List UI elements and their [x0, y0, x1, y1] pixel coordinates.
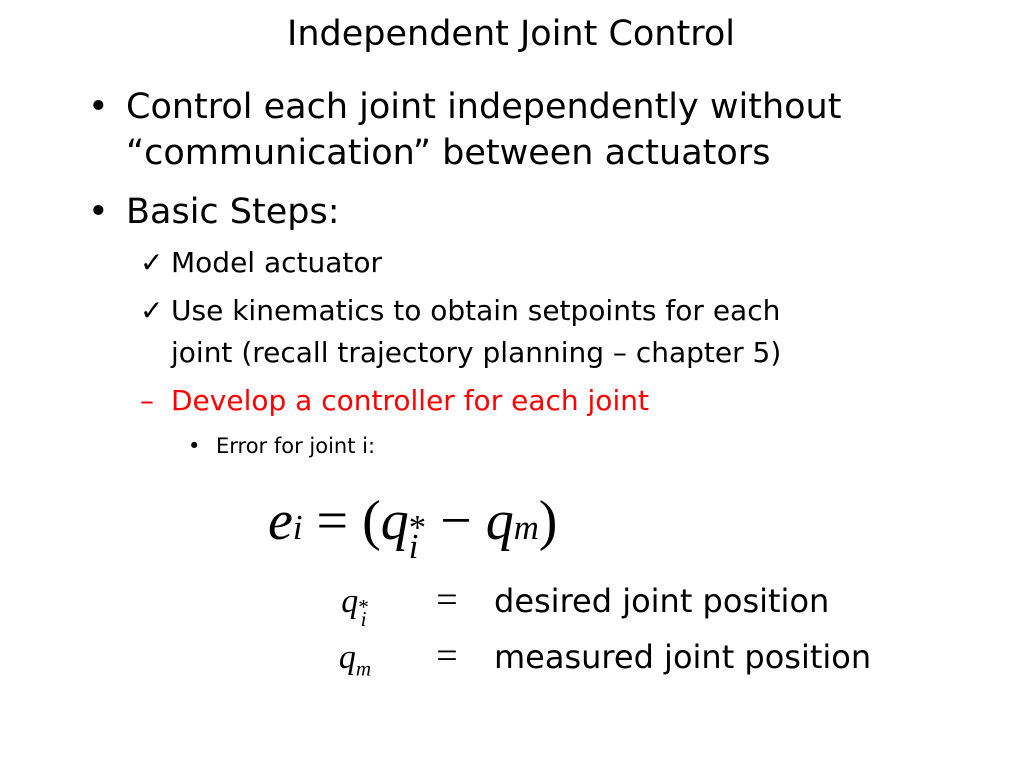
- equation-open-paren: (: [362, 490, 381, 552]
- definition-text: measured joint position: [494, 638, 872, 676]
- equation-subscript: i: [408, 527, 419, 567]
- sub-bullet-text: Use kinematics to obtain setpoints for e…: [171, 294, 781, 327]
- checkmark-icon: ✓: [140, 294, 164, 327]
- equation-close-paren: ): [538, 490, 558, 552]
- sub-bullet-item-highlighted: – Develop a controller for each joint: [140, 382, 649, 420]
- definition-text: desired joint position: [494, 582, 830, 620]
- sub-sub-bullet-text: Error for joint i:: [216, 434, 376, 458]
- equation-symbol-q: q: [380, 490, 409, 552]
- bullet-item: • Basic Steps:: [88, 189, 340, 235]
- equation-equals: =: [316, 490, 349, 552]
- definition-equals: =: [436, 579, 458, 621]
- sub-bullet-text: Model actuator: [171, 246, 383, 279]
- sub-bullet-text: joint (recall trajectory planning – chap…: [171, 336, 782, 369]
- sub-bullet-text: Develop a controller for each joint: [171, 384, 649, 417]
- bullet-text: “communication” between actuators: [126, 133, 771, 173]
- bullet-item-continued: “communication” between actuators: [88, 130, 770, 176]
- equation-superscript: *: [408, 508, 427, 547]
- bullet-marker: •: [88, 192, 109, 232]
- bullet-item: • Control each joint independently witho…: [88, 84, 841, 130]
- sub-sub-bullet-item: • Error for joint i:: [188, 432, 375, 460]
- definition-subscript: m: [355, 656, 372, 681]
- definition-equals: =: [436, 635, 458, 677]
- equation-symbol-e: e: [268, 490, 293, 552]
- equation-subscript: i: [292, 508, 303, 547]
- sub-bullet-item: ✓ Use kinematics to obtain setpoints for…: [140, 292, 780, 330]
- definition-row: qm = measured joint position: [310, 634, 871, 690]
- sub-bullet-item-continued: joint (recall trajectory planning – chap…: [140, 334, 781, 372]
- definition-subscript: i: [360, 606, 367, 631]
- definition-symbol: qm: [310, 636, 400, 690]
- definition-symbol-q: q: [341, 583, 359, 620]
- checkmark-icon: ✓: [140, 246, 164, 279]
- definition-symbol: q*i: [310, 580, 400, 631]
- equation-supsub: *i: [408, 508, 427, 567]
- bullet-marker: •: [88, 87, 109, 127]
- definition-row: q*i = desired joint position: [310, 578, 830, 631]
- equation-minus: −: [440, 490, 472, 552]
- dash-marker: –: [140, 384, 154, 417]
- bullet-text: Control each joint independently without: [126, 87, 842, 127]
- definition-supsub: *i: [358, 595, 369, 631]
- definition-superscript: *: [358, 595, 369, 620]
- equation-symbol-q: q: [485, 490, 514, 552]
- equation-subscript: m: [513, 508, 539, 547]
- sub-bullet-item: ✓ Model actuator: [140, 244, 382, 282]
- bullet-text: Basic Steps:: [126, 192, 340, 232]
- bullet-marker: •: [188, 434, 201, 458]
- slide-title: Independent Joint Control: [287, 14, 735, 54]
- definition-symbol-q: q: [338, 639, 356, 676]
